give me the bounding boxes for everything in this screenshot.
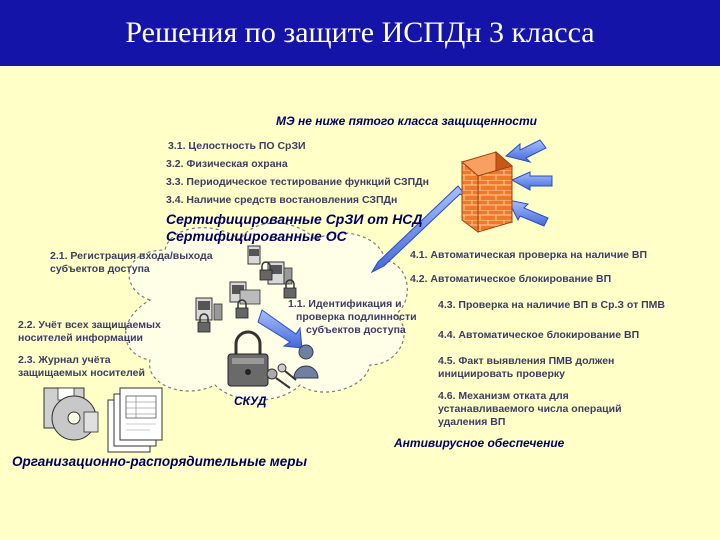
certified-szi-label: Сертифицированные СрЗИ от НСД <box>166 211 423 227</box>
padlock-small-icon <box>197 313 211 333</box>
media-accounting-label: 2.2. Учёт всех защищаемых <box>18 319 161 331</box>
szi-item: 3.3. Периодическое тестирование функций … <box>166 176 429 188</box>
slide-title: Решения по защите ИСПДн 3 класса <box>125 16 595 49</box>
padlock-large-icon <box>227 330 269 387</box>
registration-label: 2.1. Регистрация входа/выхода <box>50 250 213 262</box>
szi-item: 3.2. Физическая охрана <box>166 158 288 170</box>
network-arrow-top <box>504 139 547 163</box>
antivirus-item: 4.4. Автоматическое блокирование ВП <box>438 329 640 341</box>
antivirus-item: устанавливаемого числа операций <box>438 403 622 415</box>
antivirus-item: 4.6. Механизм отката для <box>438 390 569 402</box>
antivirus-item: 4.2. Автоматическое блокирование ВП <box>410 273 612 285</box>
skud-label: СКУД <box>234 394 267 408</box>
media-accounting-label: носителей информации <box>18 332 144 344</box>
antivirus-label: Антивирусное обеспечение <box>394 436 565 450</box>
padlock-small-icon <box>235 299 249 319</box>
journal-label: 2.3. Журнал учёта <box>18 354 111 366</box>
firewall-to-cloud-arrow <box>370 185 469 274</box>
title-bar: Решения по защите ИСПДн 3 класса <box>0 0 720 66</box>
documents-icon <box>107 387 163 453</box>
szi-item: 3.4. Наличие средств востановления СЗПДн <box>166 194 398 206</box>
certified-os-label: Сертифицированные ОС <box>166 228 347 244</box>
disk-icon <box>43 387 99 441</box>
firewall-icon <box>460 150 514 233</box>
keys-icon <box>266 363 297 389</box>
user-icon <box>293 344 319 379</box>
diagram-area: МЭ не ниже пятого класса защищенности 3.… <box>0 66 720 540</box>
journal-label: защищаемых носителей <box>18 367 145 379</box>
cloud-shape <box>125 222 408 401</box>
antivirus-item: 4.5. Факт выявления ПМВ должен <box>438 355 615 367</box>
auth-label: 1.1. Идентификация и <box>288 298 402 310</box>
computer-icon <box>195 297 223 321</box>
firewall-caption: МЭ не ниже пятого класса защищенности <box>276 114 537 128</box>
registration-label: субъектов доступа <box>50 263 150 275</box>
szi-item: 3.1. Целостность ПО СрЗИ <box>168 140 306 152</box>
auth-label: субъектов доступа <box>306 324 406 336</box>
antivirus-item: 4.3. Проверка на наличие ВП в Ср.З от ПМ… <box>438 299 666 311</box>
antivirus-item: удаления ВП <box>438 416 506 428</box>
auth-label: проверка подлинности <box>296 311 417 323</box>
antivirus-item: инициировать проверку <box>438 368 565 380</box>
computer-icon <box>247 245 261 265</box>
network-arrow-middle <box>510 171 553 191</box>
network-arrow-bottom <box>507 199 549 227</box>
padlock-small-icon <box>283 279 297 299</box>
antivirus-item: 4.1. Автоматическая проверка на наличие … <box>410 249 648 261</box>
diagram-graphics <box>43 139 553 453</box>
auth-arrow <box>257 309 303 349</box>
padlock-small-icon <box>259 261 273 281</box>
org-measures-label: Организационно-распорядительные меры <box>12 454 308 469</box>
